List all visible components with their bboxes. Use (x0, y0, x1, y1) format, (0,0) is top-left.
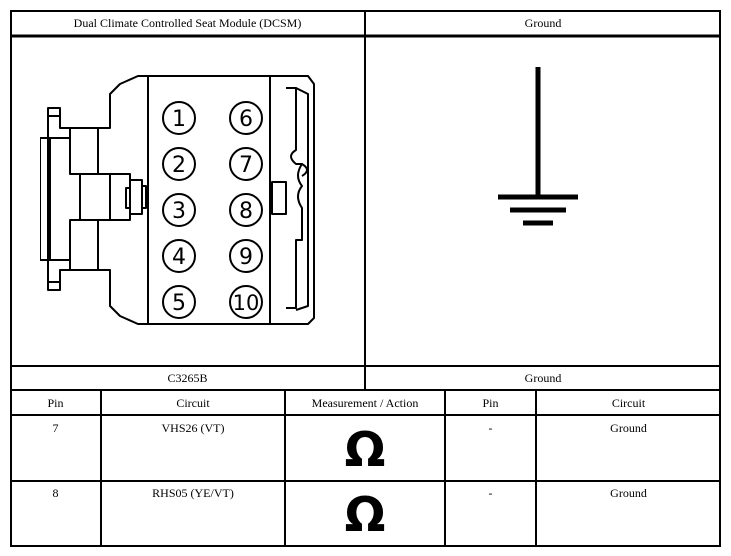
ground-title: Ground (524, 16, 562, 30)
diagram-frame: Dual Climate Controlled Seat Module (DCS… (10, 10, 721, 547)
pin-label: 9 (239, 245, 253, 270)
ground-label: Ground (524, 371, 562, 385)
module-title: Dual Climate Controlled Seat Module (DCS… (73, 16, 302, 30)
ohm-icon: Ω (344, 422, 386, 478)
header-pin: Pin (47, 396, 64, 410)
row-circuit: VHS26 (VT) (161, 421, 225, 435)
pin-group: 1 2 3 4 5 6 7 8 9 10 (162, 101, 263, 319)
header-pin-2: Pin (482, 396, 499, 410)
pin-label: 10 (233, 291, 260, 315)
header-measurement: Measurement / Action (311, 396, 419, 410)
row-circuit-2: Ground (610, 421, 647, 435)
row-pin: 8 (52, 486, 59, 500)
header-circuit-2: Circuit (611, 396, 646, 410)
connector-id: C3265B (167, 371, 208, 385)
pin-label: 7 (239, 153, 253, 178)
pin-label: 4 (172, 245, 186, 270)
row-pin-2: - (488, 486, 493, 500)
pin-label: 3 (172, 199, 186, 224)
connector-face: 1 2 3 4 5 6 7 8 9 10 (40, 75, 315, 325)
ground-symbol-icon (498, 67, 578, 226)
header-circuit: Circuit (176, 396, 210, 410)
table-grid (10, 10, 721, 547)
pin-label: 1 (172, 107, 186, 132)
row-circuit-2: Ground (610, 486, 647, 500)
pin-label: 2 (172, 153, 186, 178)
pin-label: 6 (239, 107, 253, 132)
row-pin-2: - (488, 421, 493, 435)
row-pin: 7 (52, 421, 59, 435)
row-circuit: RHS05 (YE/VT) (152, 486, 234, 500)
pin-label: 8 (239, 199, 253, 224)
pin-label: 5 (172, 291, 186, 316)
ohm-icon: Ω (344, 487, 386, 543)
